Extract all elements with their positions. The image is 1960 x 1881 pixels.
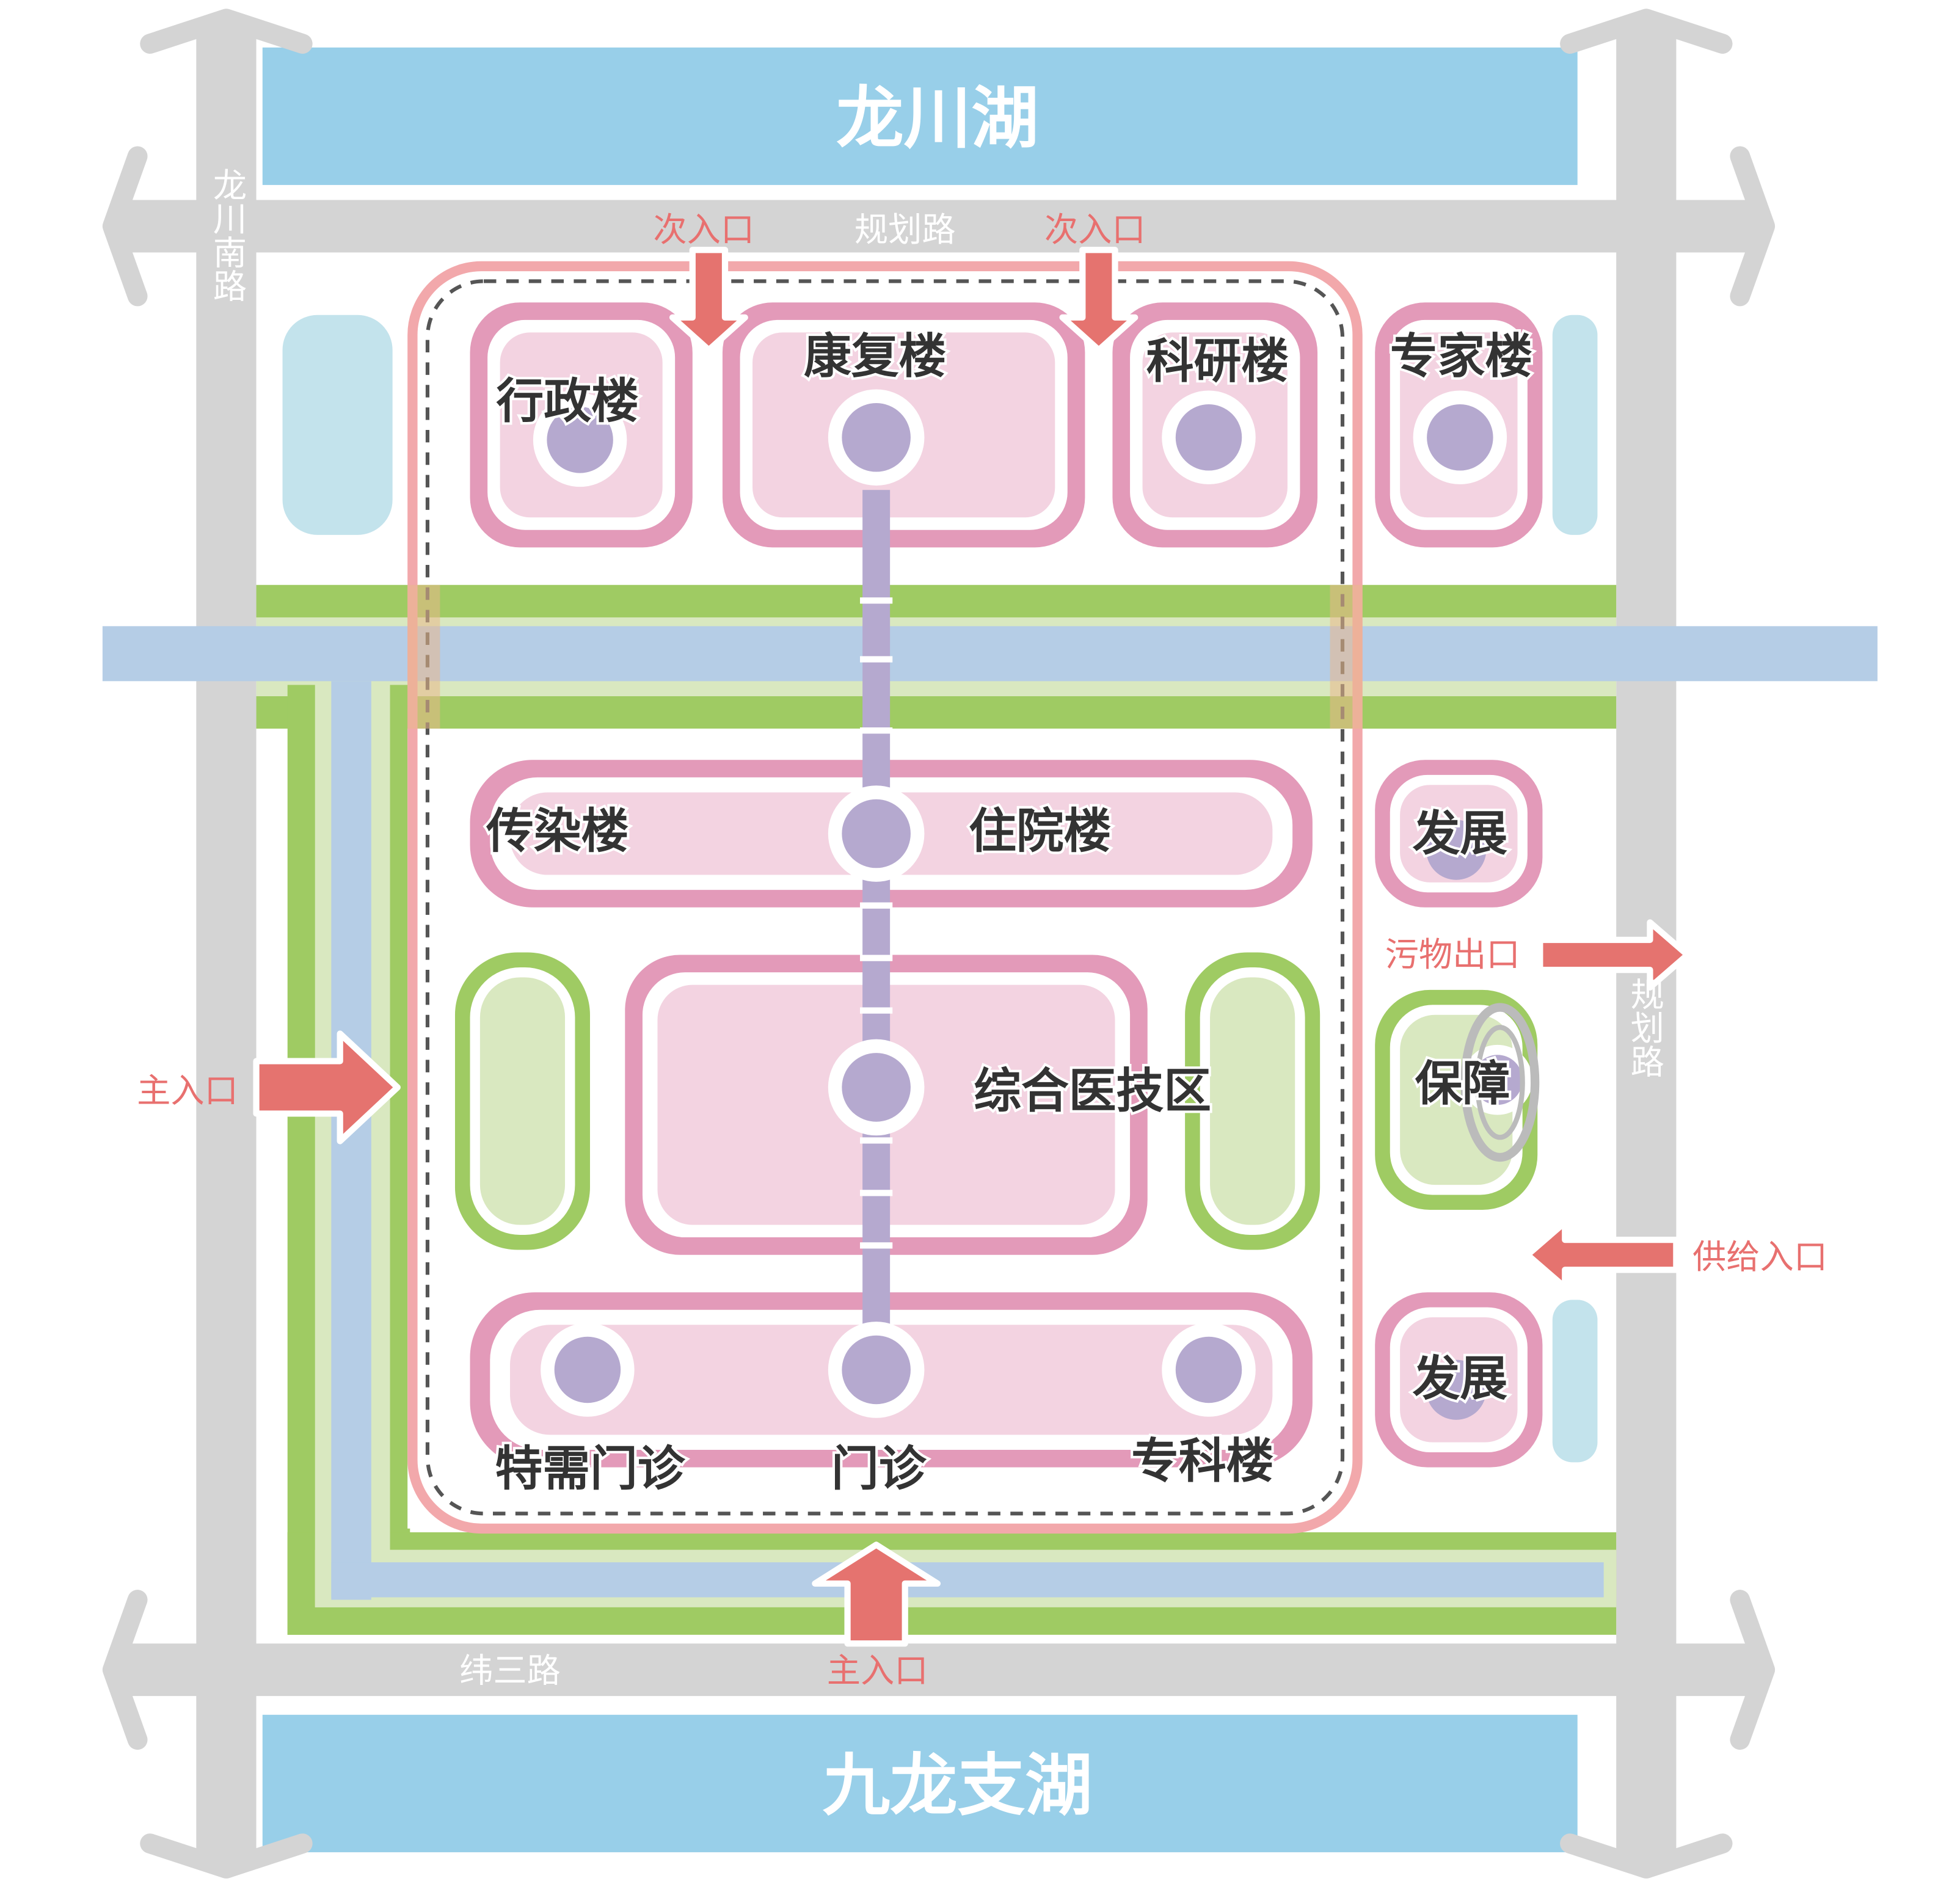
central-canal (102, 626, 1878, 682)
support-rings (1460, 1003, 1540, 1162)
nodes-east-small (1426, 820, 1487, 1420)
medtech-label: 综合医技区 (974, 1064, 1211, 1119)
entrance-arrows (253, 247, 1691, 1647)
expert-label: 专家楼 (1390, 329, 1532, 384)
secondary-entrance-2-arrow (1059, 247, 1138, 354)
north-lake (262, 47, 1578, 185)
south-canal (331, 1562, 1604, 1598)
research-label: 科研楼 (1146, 334, 1289, 389)
develop-1-label: 发展 (1413, 807, 1508, 862)
campus-ring-road (425, 279, 1345, 1516)
green-pod-west (454, 952, 590, 1250)
south-road (112, 1643, 1765, 1697)
admin-label: 行政楼 (497, 374, 639, 429)
green-band-bottom (256, 696, 1617, 729)
south-lake (262, 1714, 1578, 1852)
specialty-label: 专科楼 (1131, 1434, 1273, 1489)
main-entrance-south-arrow (812, 1541, 941, 1647)
supply-entrance-label: 供给入口 (1692, 1238, 1827, 1277)
east-road-label: 规划路 (1624, 977, 1664, 1078)
campus-boundary (407, 261, 1363, 1534)
boundary-overlays (407, 584, 1363, 729)
north-lake-label: 龙川湖 (836, 79, 1039, 158)
south-lake-label: 九龙支湖 (823, 1746, 1093, 1825)
north-road-label: 规划路 (854, 211, 956, 250)
main-entrance-west-arrow (253, 1030, 401, 1144)
waste-exit-arrow (1537, 919, 1691, 991)
main-entrance-south-label: 主入口 (827, 1652, 928, 1691)
infectious-label: 传染楼 (486, 804, 628, 859)
south-road-label: 纬三路 (459, 1652, 561, 1691)
nodes (533, 389, 1507, 1418)
spine-dashes (860, 597, 893, 1249)
waste-exit-label: 污物出口 (1385, 936, 1520, 975)
west-road (196, 18, 257, 1869)
support-label: 保障 (1415, 1057, 1510, 1112)
secondary-entrance-1-arrow (669, 247, 748, 354)
rehab-label: 康复楼 (804, 329, 946, 384)
green-pod-east (1185, 952, 1321, 1250)
green-band-top (256, 584, 1617, 617)
clinic-label: 门诊 (831, 1441, 927, 1496)
supply-entrance-arrow (1524, 1219, 1680, 1291)
main-entrance-west-label: 主入口 (137, 1072, 238, 1111)
special-clinic-label: 特需门诊 (495, 1441, 685, 1496)
west-road-label: 龙川南路 (206, 167, 246, 302)
develop-2-label: 发展 (1413, 1352, 1508, 1406)
north-road (112, 200, 1765, 253)
road-end-arrows (102, 9, 1776, 1879)
inpatient-label: 住院楼 (969, 804, 1111, 859)
secondary-entrance-2-label: 次入口 (1044, 211, 1146, 250)
secondary-entrance-1-label: 次入口 (653, 211, 754, 250)
water-pools (282, 315, 1598, 1463)
